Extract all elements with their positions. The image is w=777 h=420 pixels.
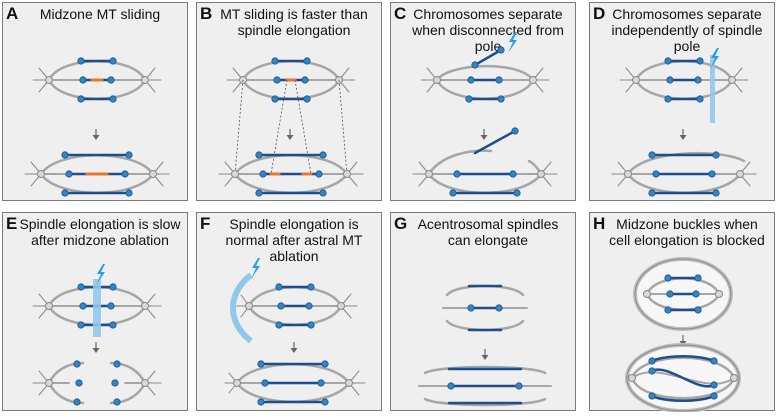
panel-title: Spindle elongation is slow after midzone… <box>19 216 181 248</box>
arrow-icon <box>91 341 101 354</box>
panel-d: D Chromosomes separate independently of … <box>589 2 775 201</box>
panel-a-diagram <box>24 57 170 197</box>
spindle-bottom-buckled <box>628 355 738 402</box>
spindle-bottom <box>412 127 558 197</box>
panel-g-diagram <box>418 284 552 407</box>
laser-icon <box>508 32 517 53</box>
spindle-bottom <box>418 365 552 407</box>
spindle-top <box>619 57 749 103</box>
laser-icon <box>251 258 260 279</box>
arrow-icon <box>91 128 101 141</box>
panel-b: B MT sliding is faster than spindle elon… <box>196 2 382 201</box>
spindle-top <box>442 284 528 332</box>
spindle-top <box>643 274 723 314</box>
spindle-bottom <box>218 151 364 197</box>
panel-c-diagram <box>412 32 558 197</box>
spindle-top <box>420 46 550 103</box>
ablation-arc <box>230 272 253 344</box>
panel-g: G Acentrosomal spindles can elongate <box>390 212 576 411</box>
arrow-icon <box>289 341 299 354</box>
panel-title: Midzone MT sliding <box>39 6 161 22</box>
panel-c: C Chromosomes separate when disconnected… <box>390 2 576 201</box>
panel-letter: E <box>6 214 18 233</box>
panel-b-diagram <box>218 57 364 197</box>
arrow-icon <box>285 128 295 141</box>
spindle-top <box>32 57 162 103</box>
ablation-band <box>93 279 101 337</box>
spindle-bottom <box>224 360 366 406</box>
panel-title: Chromosomes separate independently of sp… <box>611 6 763 54</box>
panel-f: F Spindle elongation is normal after ast… <box>196 212 382 411</box>
spindle-bottom <box>24 151 170 197</box>
panel-letter: B <box>200 4 213 23</box>
projection-lines <box>234 79 348 175</box>
cell-outline-edge <box>634 258 732 330</box>
panel-letter: G <box>394 214 408 233</box>
panel-title: Midzone buckles when cell elongation is … <box>609 216 765 248</box>
panel-title: Chromosomes separate when disconnected f… <box>412 6 564 54</box>
arrow-icon <box>480 348 490 361</box>
panel-h: H Midzone buckles when cell elongation i… <box>589 212 775 412</box>
panel-e-diagram <box>32 264 162 406</box>
panel-d-diagram <box>611 48 757 197</box>
panel-letter: H <box>593 214 606 233</box>
spindle-top <box>236 283 358 329</box>
panel-letter: D <box>593 4 606 23</box>
panel-title: Acentrosomal spindles can elongate <box>417 216 559 248</box>
spindle-bottom <box>611 151 757 197</box>
panel-title: Spindle elongation is normal after astra… <box>225 216 363 264</box>
arrow-icon <box>678 128 688 141</box>
panel-f-diagram <box>224 258 366 406</box>
panel-letter: C <box>394 4 407 23</box>
panel-letter: A <box>6 4 19 23</box>
cell-outline-edge <box>626 344 740 412</box>
spindle-bottom <box>32 360 162 406</box>
arrow-icon <box>479 128 489 141</box>
panel-e: E Spindle elongation is slow after midzo… <box>2 212 188 411</box>
spindle-top <box>226 57 356 103</box>
panel-a: A Midzone MT sliding <box>2 2 188 201</box>
panel-title: MT sliding is faster than spindle elonga… <box>220 6 368 38</box>
panel-letter: F <box>200 214 211 233</box>
panel-h-diagram <box>625 257 741 412</box>
ablation-band <box>710 55 715 123</box>
